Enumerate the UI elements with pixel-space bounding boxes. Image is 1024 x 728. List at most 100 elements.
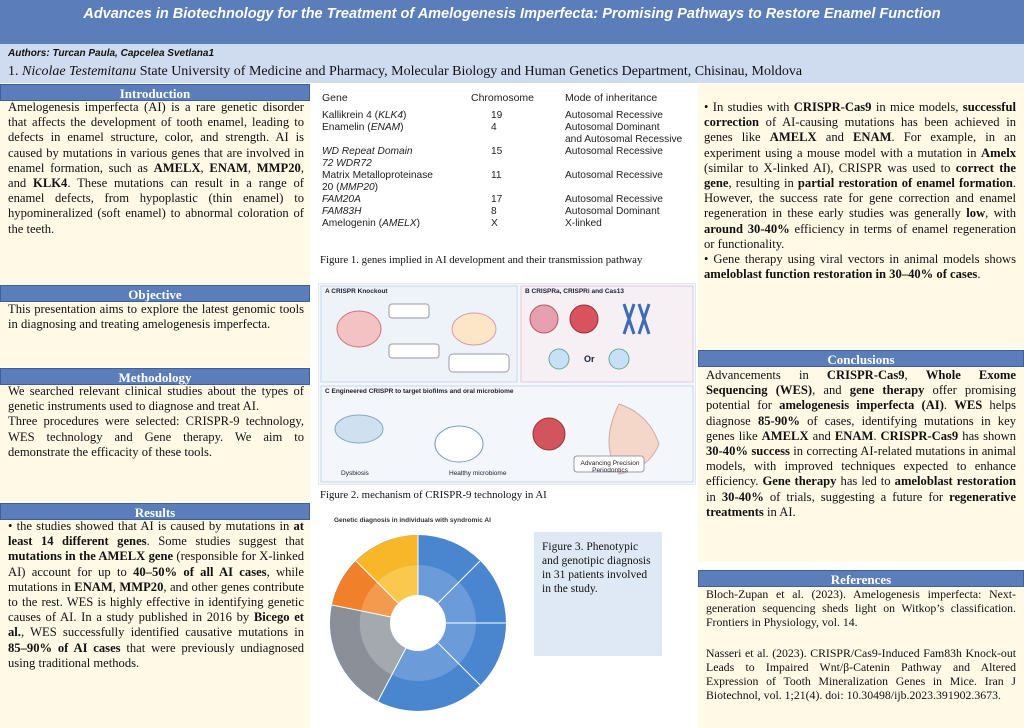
genetic-diagnosis-chart: Genetic diagnosis in individuals with sy… <box>318 515 524 725</box>
header-mode: Mode of inheritance <box>565 92 658 104</box>
rr-a6: (similar to X-linked AI), CRISPR was use… <box>704 160 956 175</box>
inheritance-cell: Autosomal Recessive <box>565 170 663 181</box>
cb13: 30-40% <box>721 489 764 504</box>
results-text: • the studies showed that AI is caused b… <box>8 519 304 671</box>
right-results-text: • In studies with CRISPR-Cas9 in mice mo… <box>704 100 1016 282</box>
header-chromosome: Chromosome <box>471 92 535 104</box>
methodology-text: We searched relevant clinical studies ab… <box>8 384 304 460</box>
cb3: gene therapy <box>849 383 925 398</box>
title-banner: Advances in Biotechnology for the Treatm… <box>0 0 1024 46</box>
gene-name-end: ) <box>416 218 420 229</box>
references-bg <box>698 570 1024 728</box>
rr-ab8: low <box>966 206 986 221</box>
res-t6: , and other genes contribute to the rest… <box>8 579 304 625</box>
sunburst-dividers <box>331 535 506 702</box>
gene-name: Amelogenin ( <box>322 218 383 229</box>
methodology-p1: We searched relevant clinical studies ab… <box>8 384 304 414</box>
gene-symbol: WD Repeat Domain 72 WDR72 <box>322 146 413 169</box>
figure3-caption: Figure 3. Phenotypic and genotipic diagn… <box>542 541 651 595</box>
gene-symbol: FAM20A <box>322 194 361 205</box>
references-text: Bloch-Zupan et al. (2023). Amelogenesis … <box>706 587 1016 702</box>
res-t3: (responsible for X-linked AI) account fo… <box>8 549 304 579</box>
authors: Authors: Turcan Paula, Capcelea Svetlana… <box>8 48 215 59</box>
label-box <box>573 455 645 473</box>
c14: of trials, suggesting a future for <box>763 489 950 504</box>
gene-name: Kallikrein 4 ( <box>322 110 379 121</box>
panel-a-title: A CRISPR Knockout <box>325 288 388 295</box>
intro-t1: Amelogenesis imperfecta (AI) is a rare g… <box>8 100 304 175</box>
intro-t5: . These mutations can result in a range … <box>8 176 304 236</box>
c11: in correcting AI-related mutations in an… <box>706 444 1016 489</box>
gene-cell: FAM20A <box>320 194 469 206</box>
res-t5: , <box>112 579 120 594</box>
inheritance-cell: Autosomal Dominant <box>565 206 660 217</box>
cb2: Whole Exome Sequencing (WES) <box>706 368 1016 398</box>
cb11: Gene therapy <box>762 474 837 489</box>
figure2-caption: Figure 2. mechanism of CRISPR-9 technolo… <box>320 489 547 501</box>
inheritance-cell: Autosomal Recessive <box>565 194 663 205</box>
header-gene: Gene <box>322 92 348 104</box>
crispr-paragraph: • In studies with CRISPR-Cas9 in mice mo… <box>704 100 1016 252</box>
res-b2: mutations in the AMELX gene <box>8 549 174 564</box>
gene-name-end: ) <box>402 110 407 121</box>
references-title: References <box>698 570 1024 587</box>
rr-ab5: Amelx <box>981 145 1016 160</box>
reference-1: Bloch-Zupan et al. (2023). Amelogenesis … <box>706 587 1016 630</box>
objective-title: Objective <box>0 285 310 302</box>
rr-ab6: correct the gene <box>704 160 1016 191</box>
res-b6: Bicego et al. <box>8 610 304 640</box>
intro-b2: ENAM <box>209 160 248 175</box>
rr-gb1: ameloblast function restoration in 30–40… <box>704 267 978 282</box>
methodology-title: Methodology <box>0 368 310 385</box>
intro-t4: , and <box>8 160 304 191</box>
gene-symbol: ENAM <box>370 122 401 133</box>
rr-a2: in mice models, <box>871 100 963 114</box>
cb7: AMELX <box>761 428 809 443</box>
rr-ab9: around 30-40% <box>704 221 790 236</box>
crispr-diagram <box>320 285 694 483</box>
inheritance-cell: Autosomal Dominant and Autosomal Recessi… <box>565 122 683 145</box>
rr-ab4: ENAM <box>853 130 892 145</box>
gene-table: Gene Chromosome Mode of inheritance Kall… <box>320 92 692 230</box>
chromosome-cell: 4 <box>491 122 497 133</box>
dysbiosis-label: Dysbiosis <box>341 470 369 477</box>
intro-b1: AMELX <box>153 160 201 175</box>
figure1-caption: Figure 1. genes implied in AI developmen… <box>320 254 643 266</box>
c15: in AI. <box>763 504 796 519</box>
introduction-text: Amelogenesis imperfecta (AI) is a rare g… <box>8 100 304 237</box>
crispr-bubble <box>434 425 484 463</box>
label-box <box>448 353 510 373</box>
gene-name-end: ) <box>400 122 404 133</box>
gene-cell: Enamelin (ENAM) <box>320 122 469 146</box>
gene-cell: Kallikrein 4 (KLK4) <box>320 110 469 122</box>
affiliation: 1. Nicolae Testemitanu State University … <box>8 64 802 80</box>
panel-b-bg <box>520 285 694 383</box>
chromosome-cell: 17 <box>491 194 503 205</box>
c8: and <box>808 428 835 443</box>
cb5: WES <box>954 398 983 413</box>
rr-g1: • Gene therapy using viral vectors in an… <box>704 252 1016 267</box>
gene-table-header: Gene Chromosome Mode of inheritance <box>320 92 692 110</box>
rr-a5: . For example, in an experiment using a … <box>704 130 1016 160</box>
cb12: ameloblast restoration <box>894 474 1016 489</box>
c2: , <box>904 368 926 382</box>
gene-symbol: AMELX <box>382 218 417 229</box>
cb6: 85-90% <box>757 413 800 428</box>
res-b1: at least 14 different genes <box>8 519 304 549</box>
gene-cell: WD Repeat Domain 72 WDR72 <box>320 146 469 170</box>
cb10: 30-40% success <box>706 444 790 459</box>
c3: , and <box>812 383 850 398</box>
cell-icon <box>451 312 497 346</box>
results-bg <box>0 503 310 728</box>
inheritance-cell: Autosomal Recessive <box>565 110 663 121</box>
rr-ab7: partial restoration of enamel formation <box>797 176 1013 191</box>
res-t2: . Some studies suggest that <box>146 534 305 549</box>
dna-icon <box>622 303 651 335</box>
c12: has led to <box>836 474 895 489</box>
sunburst-group <box>330 535 506 711</box>
gene-name-end: ) <box>374 182 379 193</box>
chromosome-cell: X <box>491 218 498 229</box>
